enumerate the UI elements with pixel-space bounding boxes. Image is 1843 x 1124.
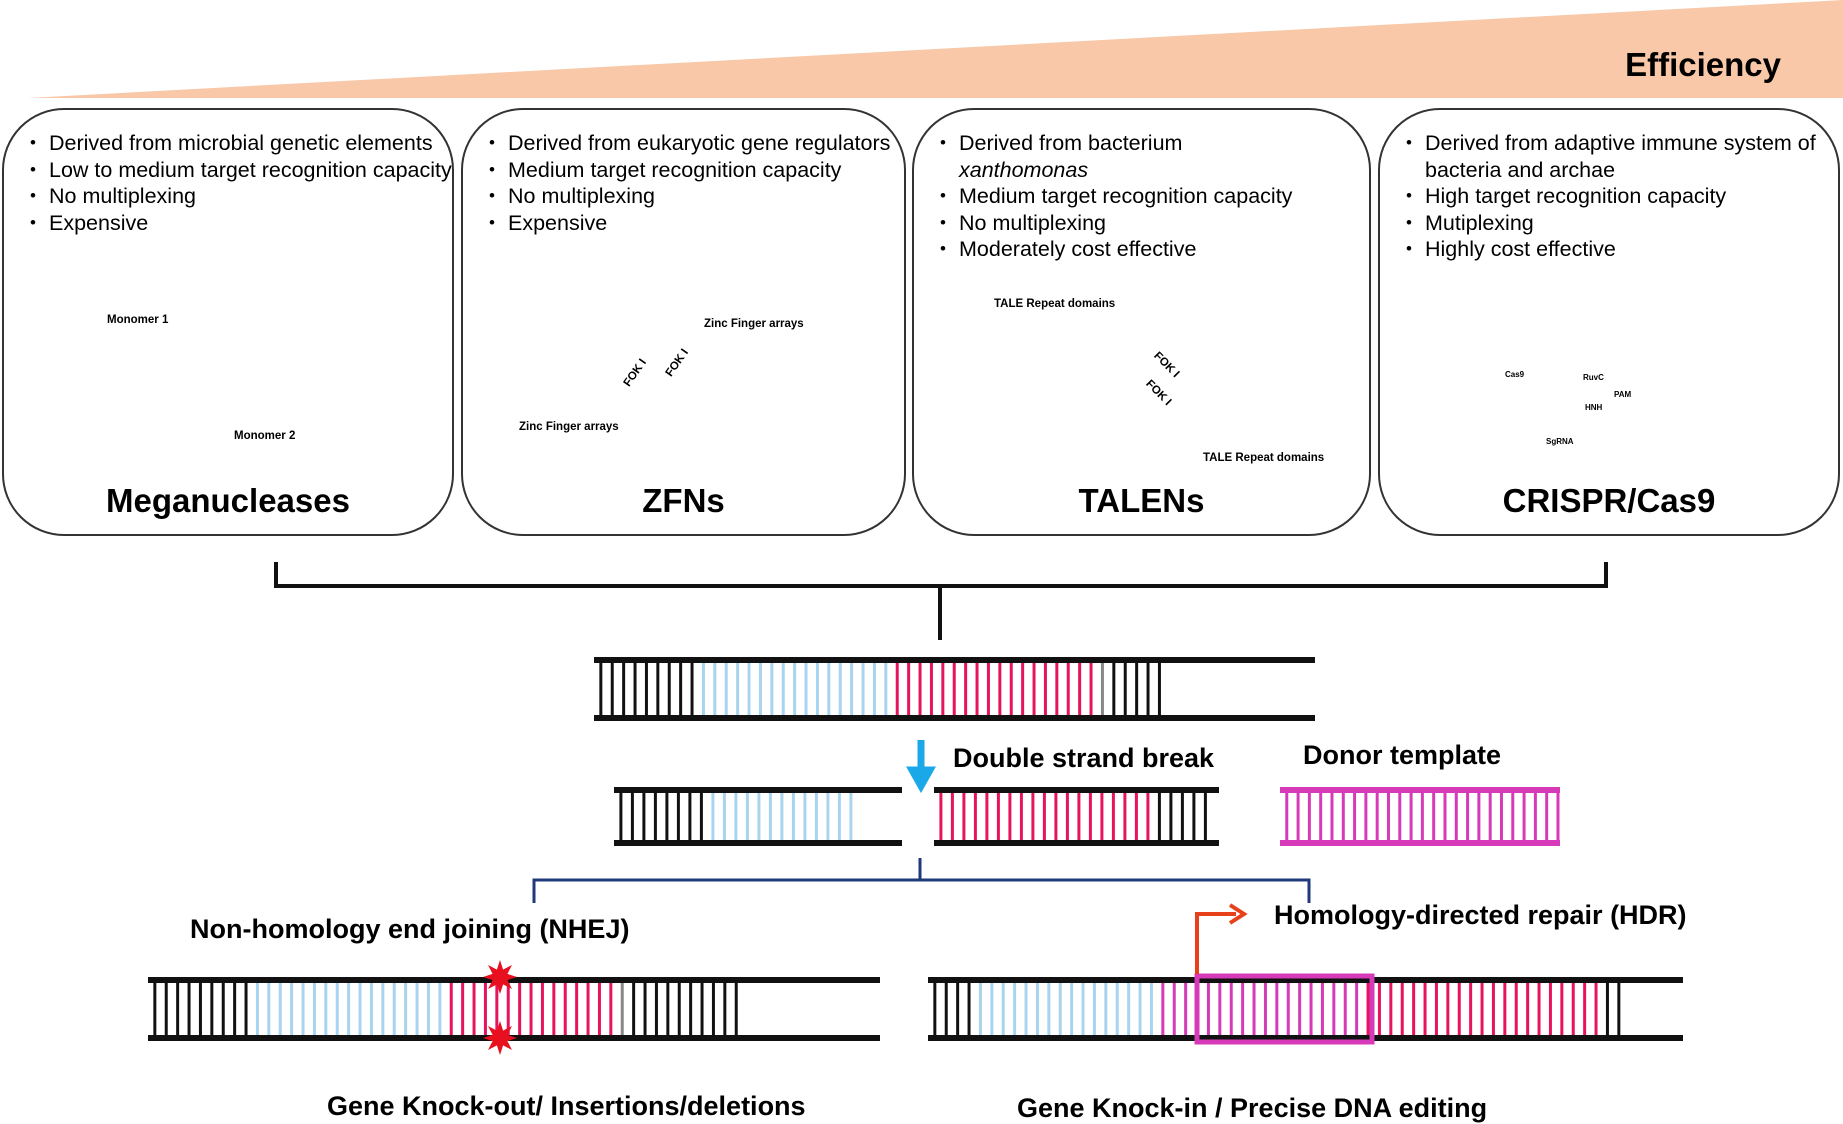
repair-split-bracket bbox=[532, 858, 1311, 903]
hdr-label: Homology-directed repair (HDR) bbox=[1274, 900, 1687, 930]
ruvc-label: RuvC bbox=[1583, 373, 1604, 382]
efficiency-wedge bbox=[28, 0, 1843, 98]
target-dna bbox=[594, 657, 1315, 721]
hdr-insertion-arrow bbox=[1195, 912, 1236, 974]
inserted-donor-segment bbox=[1194, 973, 1375, 1045]
bullet: Derived from adaptive immune system of b… bbox=[1406, 130, 1838, 183]
panel-zfns-bullets: Derived from eukaryotic gene regulators … bbox=[489, 130, 890, 236]
efficiency-label: Efficiency bbox=[1625, 46, 1781, 83]
hnh-label: HNH bbox=[1585, 403, 1603, 412]
donor-template-label: Donor template bbox=[1303, 740, 1502, 770]
bullet: No multiplexing bbox=[489, 183, 890, 210]
cas9-label: Cas9 bbox=[1505, 370, 1525, 379]
double-strand-break-arrow-icon bbox=[906, 740, 936, 794]
panel-title-zfns: ZFNs bbox=[642, 482, 725, 519]
tale-label-bottom: TALE Repeat domains bbox=[1203, 452, 1325, 464]
bullet: Expensive bbox=[489, 210, 890, 237]
sgrna-label: SgRNA bbox=[1546, 437, 1574, 446]
bullet: Medium target recognition capacity bbox=[940, 183, 1292, 210]
bullet: Low to medium target recognition capacit… bbox=[30, 157, 452, 184]
bullet: High target recognition capacity bbox=[1406, 183, 1838, 210]
bullet: Derived from eukaryotic gene regulators bbox=[489, 130, 890, 157]
bullet: Expensive bbox=[30, 210, 452, 237]
panel-title-meganucleases: Meganucleases bbox=[106, 482, 350, 519]
nhej-outcome-label: Gene Knock-out/ Insertions/deletions bbox=[327, 1091, 806, 1121]
panel-meganucleases-bullets: Derived from microbial genetic elements … bbox=[30, 130, 452, 236]
panel-meganucleases: Derived from microbial genetic elements … bbox=[2, 108, 454, 536]
broken-dna-right bbox=[934, 787, 1219, 846]
bullet: Moderately cost effective bbox=[940, 236, 1292, 263]
nhej-label: Non-homology end joining (NHEJ) bbox=[190, 914, 630, 944]
panel-title-talens: TALENs bbox=[1078, 482, 1205, 519]
hdr-dna bbox=[928, 977, 1683, 1041]
panel-crispr-bullets: Derived from adaptive immune system of b… bbox=[1406, 130, 1838, 263]
double-strand-break-label: Double strand break bbox=[953, 743, 1215, 773]
bullet: Highly cost effective bbox=[1406, 236, 1838, 263]
nhej-dna bbox=[148, 977, 880, 1041]
bullet: No multiplexing bbox=[30, 183, 452, 210]
hdr-outcome-label: Gene Knock-in / Precise DNA editing bbox=[1017, 1093, 1488, 1123]
break-burst-icon bbox=[483, 960, 517, 994]
hdr-insertion-arrowhead-icon bbox=[1228, 903, 1248, 925]
zinc-finger-label-top: Zinc Finger arrays bbox=[704, 318, 804, 330]
bullet-text-italic: xanthomonas bbox=[959, 157, 1089, 182]
bullet: Mutiplexing bbox=[1406, 210, 1838, 237]
panel-crispr-cas9: Derived from adaptive immune system of b… bbox=[1378, 108, 1840, 536]
monomer2-label: Monomer 2 bbox=[234, 430, 296, 442]
zinc-finger-label-bottom: Zinc Finger arrays bbox=[519, 421, 619, 433]
pam-label: PAM bbox=[1614, 390, 1632, 399]
bullet: Medium target recognition capacity bbox=[489, 157, 890, 184]
monomer1-label: Monomer 1 bbox=[107, 314, 169, 326]
donor-template-dna bbox=[1280, 787, 1560, 846]
broken-dna-left bbox=[614, 787, 902, 846]
tale-label-top: TALE Repeat domains bbox=[994, 298, 1116, 310]
bullet: Derived from microbial genetic elements bbox=[30, 130, 452, 157]
panel-title-crispr: CRISPR/Cas9 bbox=[1502, 482, 1716, 519]
panel-zfns: Derived from eukaryotic gene regulators … bbox=[461, 108, 906, 536]
bullet: No multiplexing bbox=[940, 210, 1292, 237]
bullet-text: Derived from bacterium bbox=[959, 131, 1183, 155]
break-burst-icon bbox=[483, 1021, 517, 1055]
converging-bracket bbox=[274, 562, 1608, 640]
